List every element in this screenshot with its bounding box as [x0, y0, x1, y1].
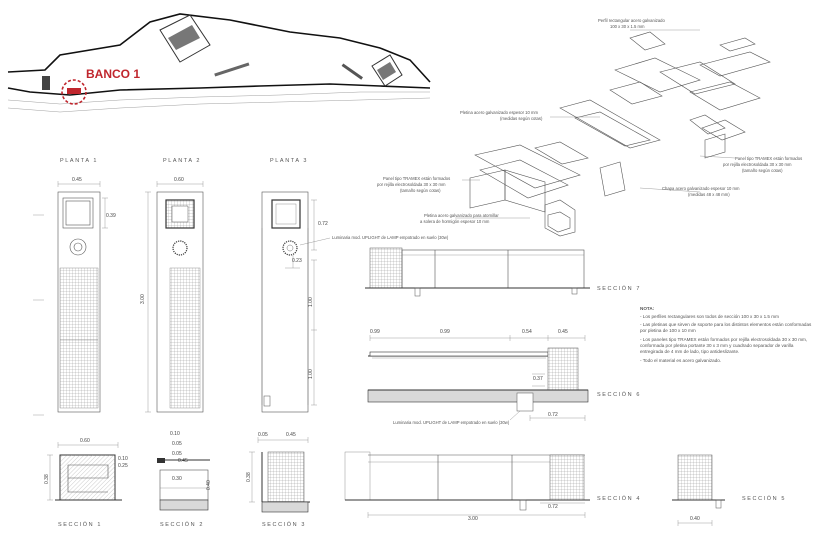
seccion-5: 0.40 SECCIÓN 5 [672, 454, 786, 526]
s4-length-dim: 3.00 [468, 516, 478, 522]
s3-dim-b: 0.45 [286, 432, 296, 438]
p1-width-dim: 0.45 [72, 177, 82, 183]
callout-perfil-dim: 100 x 30 x 1.5 mm [610, 24, 645, 29]
callout-tramex-2: Panel tipo TRAMEX están formados [383, 176, 450, 181]
note-line-2: - Las pletinas que sirven de soporte par… [640, 322, 812, 327]
callout-perfil: Perfil rectangular acero galvanizado [598, 18, 665, 23]
p1-side-dim: 0.39 [106, 213, 116, 219]
seccion-6: 0.99 0.99 0.54 0.45 0.37 0.72 Luminaria … [367, 329, 641, 425]
p3-seg2-dim: 1.00 [308, 369, 314, 379]
seccion-7: SECCIÓN 7 [365, 247, 641, 297]
s2-dim-c: 0.05 [172, 451, 182, 457]
note-line-6: entregirada de 4 mm de lado, tipo antide… [640, 349, 739, 354]
notes-title: NOTA: [640, 306, 655, 311]
note-line-7: - Todo el material es acero galvanizado. [640, 358, 721, 363]
callout-texts: Perfil rectangular acero galvanizado 100… [377, 18, 802, 224]
callout-chapa-dim: (medidas 48 x 48 mm) [688, 192, 730, 197]
callout-pletina-solera: a solera de hormigón espesor 10 mm [420, 219, 490, 224]
s1-width-dim: 0.60 [80, 438, 90, 444]
s5-width-dim: 0.40 [690, 516, 700, 522]
callout-tramex-2b: por rejilla electrosoldada 30 x 30 mm [377, 182, 446, 187]
callout-leaders [455, 29, 736, 219]
note-line-4: - Los paneles tipo TRAMEX están formados… [640, 337, 807, 342]
s6-dim-d: 0.45 [558, 329, 568, 335]
s1-height-dim: 0.38 [44, 474, 50, 484]
callout-tramex-1: Panel tipo TRAMEX están formados [735, 156, 802, 161]
seccion-3-title: SECCIÓN 3 [262, 521, 306, 528]
callout-pletina-atornillar: Pletina acero galvanizado para atornilla… [424, 213, 499, 218]
callout-tramex-1c: (tamaño según cotas) [742, 168, 783, 173]
callout-tramex-1b: por rejilla electrosoldada 30 x 30 mm [723, 162, 792, 167]
callout-chapa: Chapa acero galvanizado espesor 10 mm [662, 186, 740, 191]
s6-dim-c: 0.54 [522, 329, 532, 335]
banco-1-marker[interactable]: BANCO 1 [61, 67, 140, 105]
planta-2: PLANTA 2 0.60 3.00 [140, 158, 204, 413]
planta-3: PLANTA 3 0.72 0.23 1.00 1.00 Luminaria m… [261, 158, 449, 413]
s6-dim-f: 0.72 [548, 412, 558, 418]
seccion-1-title: SECCIÓN 1 [58, 521, 102, 528]
banco-1-label: BANCO 1 [86, 67, 140, 81]
planta-2-title: PLANTA 2 [163, 158, 201, 164]
s2-dim-f: 0.40 [206, 480, 212, 490]
s6-dim-b: 0.99 [440, 329, 450, 335]
s6-dim-e: 0.37 [533, 376, 543, 382]
p3-side-dim: 0.72 [318, 221, 328, 227]
seccion-6-title: SECCIÓN 6 [597, 391, 641, 398]
note-line-5: conformada por pletina portante 30 x 3 m… [640, 343, 794, 348]
callout-tramex-2c: (tamaño según cotas) [400, 188, 441, 193]
planta-3-title: PLANTA 3 [270, 158, 308, 164]
s3-height-dim: 0.38 [246, 472, 252, 482]
site-building-2 [371, 54, 403, 87]
p3-seg1-dim: 1.00 [308, 297, 314, 307]
s2-dim-e: 0.30 [172, 476, 182, 482]
seccion-3: 0.05 0.45 0.38 SECCIÓN 3 [246, 432, 310, 528]
s4-dim-b: 0.72 [548, 504, 558, 510]
axonometric-view [469, 31, 771, 237]
note-line-1: - Los perfiles rectangulares son todos d… [640, 314, 779, 319]
s2-dim-d: 0.45 [178, 458, 188, 464]
s2-dim-a: 0.10 [170, 431, 180, 437]
luminaria-callout-1: Luminaria mod. UPLIGHT de LAMP empotrado… [332, 235, 449, 240]
s1-dim-a: 0.25 [118, 463, 128, 469]
site-building-1 [159, 14, 211, 63]
s2-dim-b: 0.05 [172, 441, 182, 447]
s1-dim-b: 0.10 [118, 456, 128, 462]
seccion-7-title: SECCIÓN 7 [597, 285, 641, 292]
seccion-4: 3.00 0.72 SECCIÓN 4 [344, 451, 641, 522]
s6-dim-a: 0.99 [370, 329, 380, 335]
p2-length-dim: 3.00 [140, 294, 146, 304]
seccion-4-title: SECCIÓN 4 [597, 495, 641, 502]
note-line-3: por pletina de 100 x 10 mm [640, 328, 696, 333]
planta-1-title: PLANTA 1 [60, 158, 98, 164]
seccion-5-title: SECCIÓN 5 [742, 495, 786, 502]
callout-pletina: Pletina acero galvanizado espesor 10 mm [460, 110, 538, 115]
s3-dim-a: 0.05 [258, 432, 268, 438]
notes-block: NOTA: - Los perfiles rectangulares son t… [640, 306, 812, 363]
seccion-2-title: SECCIÓN 2 [160, 521, 204, 528]
callout-pletina-note: (medidas según cotas) [500, 116, 543, 121]
luminaria-callout-2: Luminaria mod. UPLIGHT de LAMP empotrado… [393, 420, 510, 425]
seccion-2: 0.10 0.05 0.05 0.45 0.30 0.40 SECCIÓN 2 [157, 431, 212, 528]
site-plan: BANCO 1 [7, 13, 431, 113]
p3-radius-dim: 0.23 [292, 258, 302, 264]
p2-width-dim: 0.60 [174, 177, 184, 183]
planta-1: PLANTA 1 0.45 0.39 [33, 158, 116, 416]
seccion-1: 0.60 0.38 0.25 0.10 SECCIÓN 1 [44, 438, 128, 528]
